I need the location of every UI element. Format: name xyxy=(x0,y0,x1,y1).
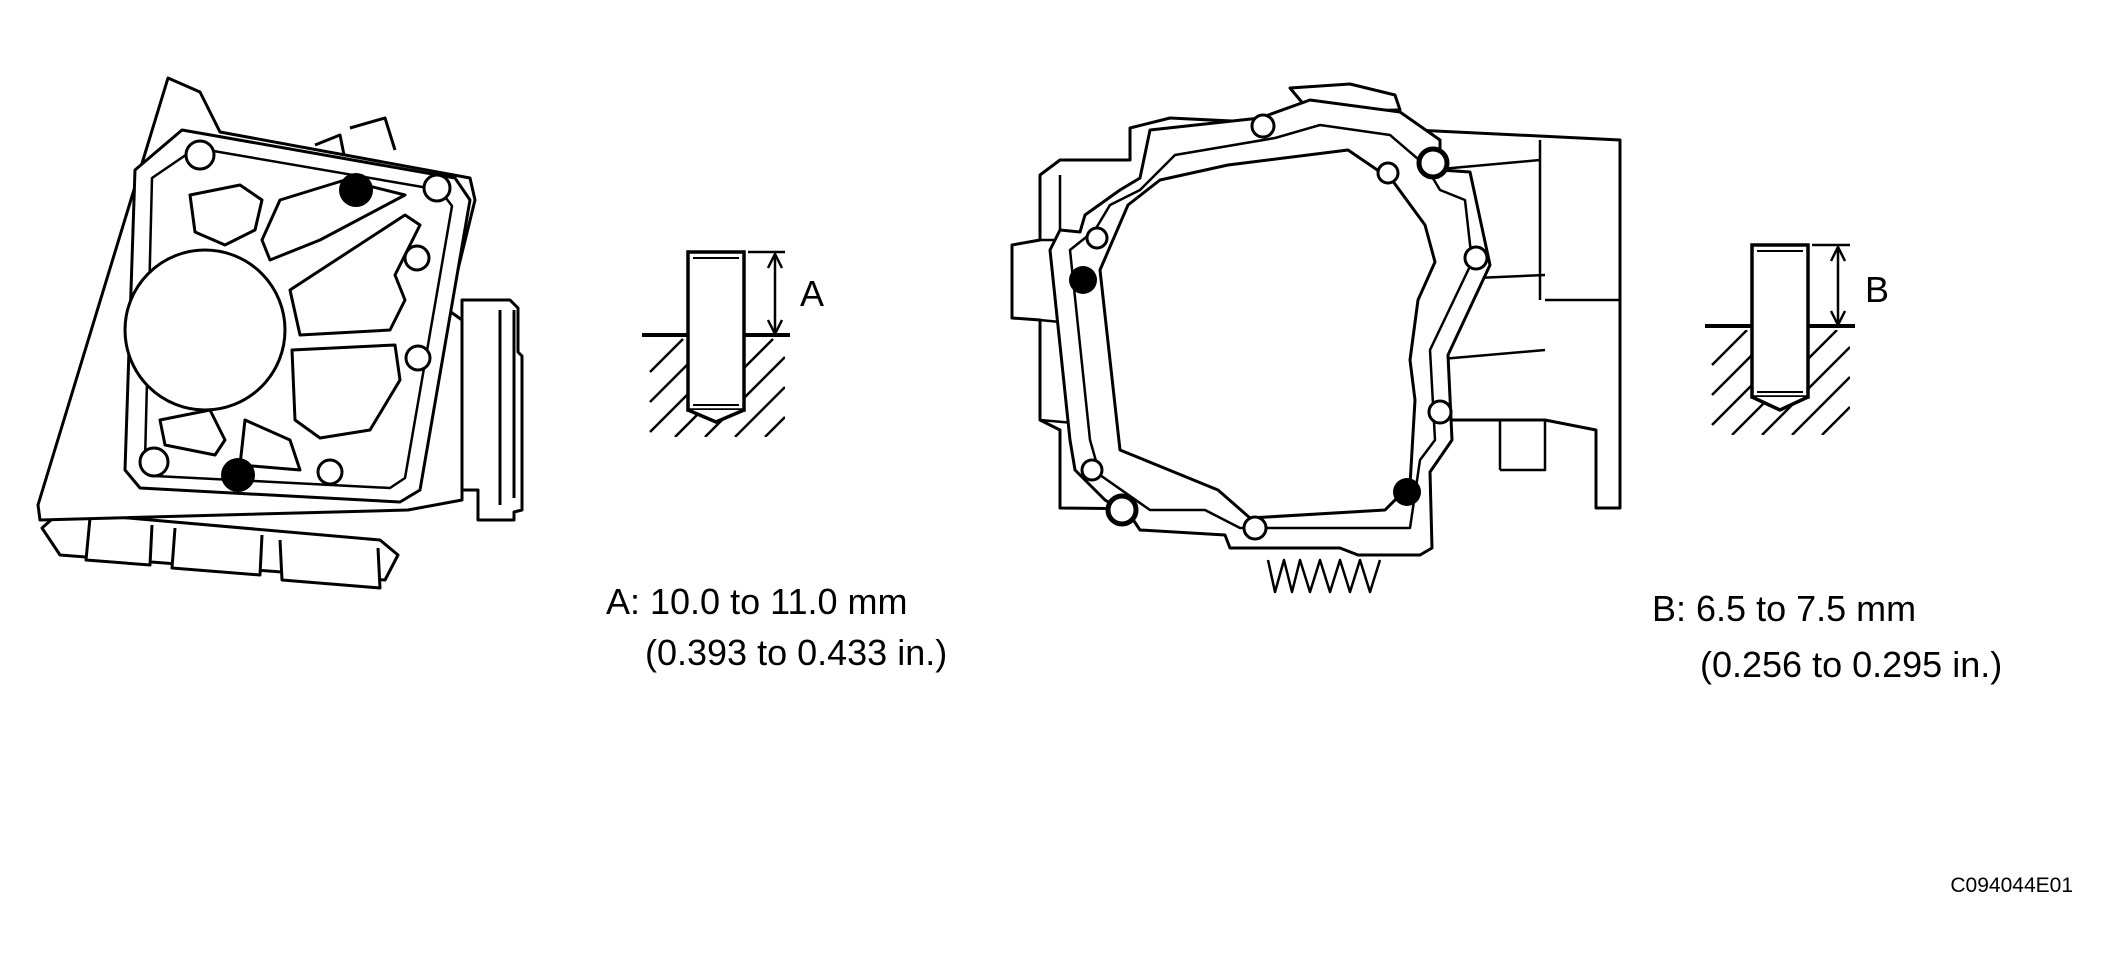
right-knock-pin-left-marker xyxy=(1069,266,1097,294)
left-case-drawing xyxy=(36,76,524,590)
pin-a-dimension-label: A xyxy=(800,273,824,314)
pin-a-detail xyxy=(642,250,790,437)
pin-b-detail xyxy=(1705,243,1855,435)
right-knock-pin-lower-marker xyxy=(1393,478,1421,506)
pin-b-spec-mm: B: 6.5 to 7.5 mm xyxy=(1652,588,1916,629)
left-knock-pin-lower-marker xyxy=(221,458,255,492)
pin-a-spec-mm: A: 10.0 to 11.0 mm xyxy=(606,581,907,622)
left-knock-pin-upper-marker xyxy=(339,173,373,207)
pin-b-spec-in: (0.256 to 0.295 in.) xyxy=(1700,644,2002,685)
pin-a-spec-in: (0.393 to 0.433 in.) xyxy=(645,632,947,673)
right-case-drawing xyxy=(1010,82,1622,594)
figure-id-code: C094044E01 xyxy=(1950,874,2073,897)
pin-b-dimension-label: B xyxy=(1865,269,1889,310)
